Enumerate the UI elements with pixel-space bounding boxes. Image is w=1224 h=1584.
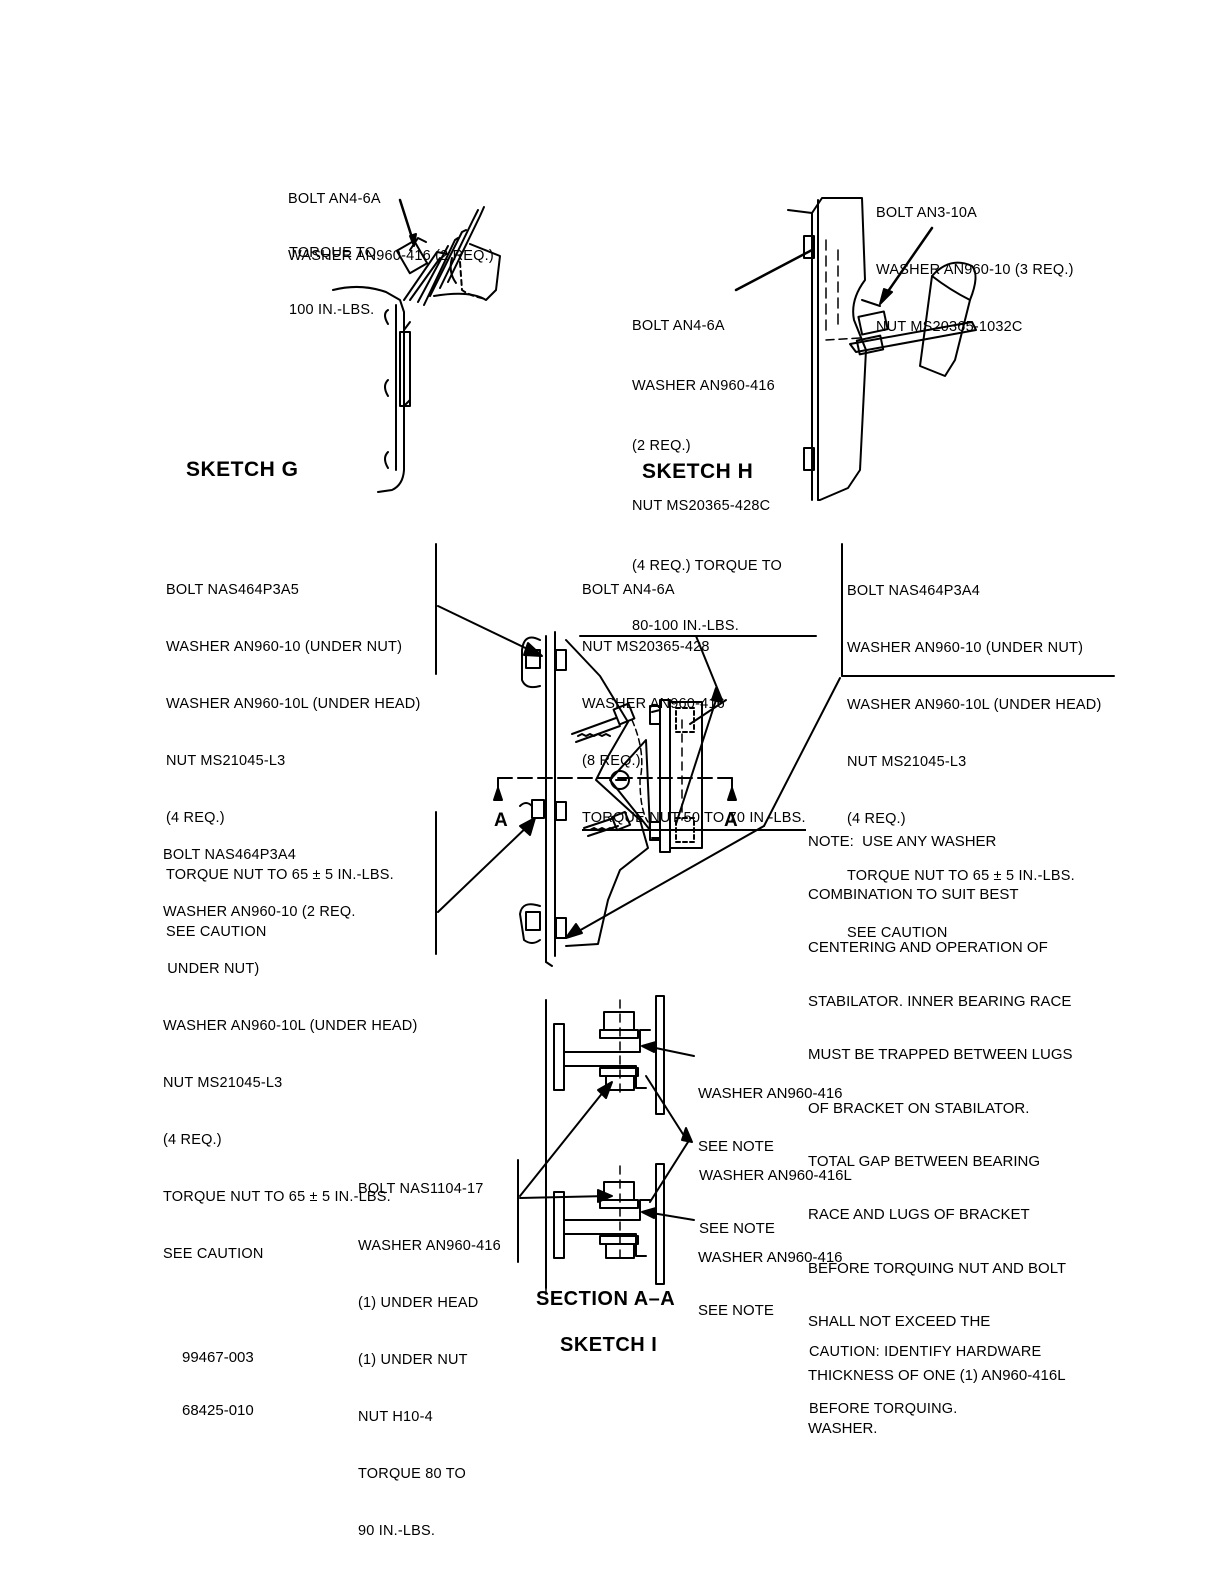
callout-line: NUT H10-4 [358,1409,433,1425]
callout-line: WASHER AN960-416 [358,1238,501,1254]
callout-line: WASHER AN960-10L (UNDER HEAD) [166,696,421,712]
callout-line: NUT MS21045-L3 [166,753,286,769]
callout-line: WASHER AN960-416 [632,378,775,394]
figure-code: 99467-003 [182,1348,254,1366]
sketch-i-title: SKETCH I [560,1334,658,1356]
callout-line: SEE NOTE [699,1219,775,1237]
callout-line: TORQUE TO [289,245,377,261]
callout-line: (4 REQ.) TORQUE TO [632,558,782,574]
callout-line: (2 REQ.) [632,438,691,454]
callout-line: NUT MS20365-428 [582,639,710,655]
note-line: STABILATOR. INNER BEARING RACE [808,992,1072,1010]
callout-line: BOLT NAS464P3A5 [166,582,300,598]
callout-line: SEE CAUTION [847,925,948,941]
section-a-a-title: SECTION A–A [536,1288,676,1310]
callout-line: BOLT AN3-10A [876,205,977,221]
callout-line: BOLT NAS464P3A4 [847,583,981,599]
sketch-i-mid-left-callout: BOLT NAS464P3A4 WASHER AN960-10 (2 REQ. … [163,808,418,1283]
callout-line: (4 REQ.) [163,1132,222,1148]
sketch-g-bolt-callout: BOLT AN4-6A WASHER AN960-416 (2 REQ.) [288,152,494,285]
note-line: RACE AND LUGS OF BRACKET [808,1206,1030,1224]
section-a-a-drawing [519,995,695,1295]
note-line: TOTAL GAP BETWEEN BEARING [808,1152,1040,1170]
section-marker-right: A [724,810,739,831]
callout-line: (4 REQ.) [166,810,225,826]
sketch-i-top-middle-callout: BOLT AN4-6A NUT MS20365-428 WASHER AN960… [582,543,806,850]
note-line: CENTERING AND OPERATION OF [808,939,1048,957]
sketch-g-torque-callout: TORQUE TO 100 IN.-LBS. [289,206,376,339]
callout-line: SEE CAUTION [166,924,267,940]
note-line: NOTE: USE ANY WASHER [808,832,997,850]
callout-line: BOLT AN4-6A [632,318,725,334]
callout-line: (1) UNDER HEAD [358,1295,479,1311]
sketch-g-title: SKETCH G [186,458,299,481]
figure-code: 68425-010 [182,1401,254,1419]
sketch-g-drawing [332,198,501,493]
sketch-i-note: NOTE: USE ANY WASHER COMBINATION TO SUIT… [808,797,1073,1455]
callout-line: (8 REQ.) [582,753,641,769]
caution-line: CAUTION: IDENTIFY HARDWARE [809,1344,1042,1360]
callout-line: WASHER AN960-416 [698,1084,843,1102]
note-line: MUST BE TRAPPED BETWEEN LUGS [808,1046,1073,1064]
washer-callout-1: WASHER AN960-416 SEE NOTE [698,1049,843,1174]
callout-line: WASHER AN960-10 (UNDER NUT) [166,639,403,655]
callout-line: UNDER NUT) [163,961,260,977]
callout-line: WASHER AN960-10 (3 REQ.) [876,262,1074,278]
callout-line: TORQUE NUT 50 TO 70 IN.-LBS. [582,809,806,831]
callout-line: 80-100 IN.-LBS. [632,618,739,634]
callout-line: WASHER AN960-416 [582,696,725,712]
note-line: SHALL NOT EXCEED THE [808,1313,991,1331]
callout-line: SEE CAUTION [163,1246,264,1262]
sketch-i-drawing [435,543,1115,1263]
callout-line: WASHER AN960-10 (2 REQ. [163,904,356,920]
callout-line: BOLT NAS1104-17 [358,1181,484,1197]
caution-line: BEFORE TORQUING. [809,1401,958,1417]
sketch-h-left-callout: BOLT AN4-6A WASHER AN960-416 (2 REQ.) NU… [632,276,782,656]
callout-line: WASHER AN960-10 (UNDER NUT) [847,640,1084,656]
section-marker-left: A [494,810,509,831]
callout-line: SEE NOTE [698,1137,774,1155]
sketch-i-top-right-callout: BOLT NAS464P3A4 WASHER AN960-10 (UNDER N… [847,544,1102,962]
callout-line: WASHER AN960-416L [699,1166,852,1184]
sketch-h-title: SKETCH H [642,460,754,483]
callout-line: 90 IN.-LBS. [358,1523,436,1539]
callout-line: TORQUE 80 TO [358,1466,466,1482]
caution-text: CAUTION: IDENTIFY HARDWARE BEFORE TORQUI… [809,1305,1041,1438]
callout-line: WASHER AN960-416 [698,1248,843,1266]
callout-line: BOLT AN4-6A [288,191,381,207]
note-line: BEFORE TORQUING NUT AND BOLT [808,1259,1067,1277]
callout-line: (4 REQ.) [847,811,906,827]
sketch-i-bottom-left-callout: BOLT NAS1104-17 WASHER AN960-416 (1) UND… [358,1142,501,1560]
callout-line: NUT MS21045-L3 [163,1075,283,1091]
callout-line: TORQUE NUT TO 65 ± 5 IN.-LBS. [847,868,1075,884]
callout-line: BOLT AN4-6A [582,582,675,598]
callout-line: WASHER AN960-416 (2 REQ.) [288,248,494,264]
note-line: THICKNESS OF ONE (1) AN960-416L [808,1366,1066,1384]
callout-line: WASHER AN960-10L (UNDER HEAD) [847,697,1102,713]
sketch-i-top-left-callout: BOLT NAS464P3A5 WASHER AN960-10 (UNDER N… [166,543,421,961]
sketch-h-drawing [734,197,977,501]
washer-callout-3: WASHER AN960-416 SEE NOTE [698,1213,843,1338]
callout-line: WASHER AN960-10L (UNDER HEAD) [163,1018,418,1034]
callout-line: TORQUE NUT TO 65 ± 5 IN.-LBS. [166,867,394,883]
callout-line: 100 IN.-LBS. [289,302,375,318]
figure-codes: 99467-003 68425-010 [182,1313,254,1438]
callout-line: SEE NOTE [698,1301,774,1319]
callout-line: NUT MS20365-1032C [876,319,1023,335]
callout-line: NUT MS21045-L3 [847,754,967,770]
callout-line: (1) UNDER NUT [358,1352,468,1368]
note-line: OF BRACKET ON STABILATOR. [808,1099,1030,1117]
callout-line: BOLT NAS464P3A4 [163,847,297,863]
sketch-h-top-callout: BOLT AN3-10A WASHER AN960-10 (3 REQ.) NU… [876,166,1074,356]
note-line: WASHER. [808,1419,878,1437]
callout-line: NUT MS20365-428C [632,498,771,514]
washer-callout-2: WASHER AN960-416L SEE NOTE [699,1131,852,1256]
note-line: COMBINATION TO SUIT BEST [808,885,1019,903]
callout-line: TORQUE NUT TO 65 ± 5 IN.-LBS. [163,1189,391,1205]
